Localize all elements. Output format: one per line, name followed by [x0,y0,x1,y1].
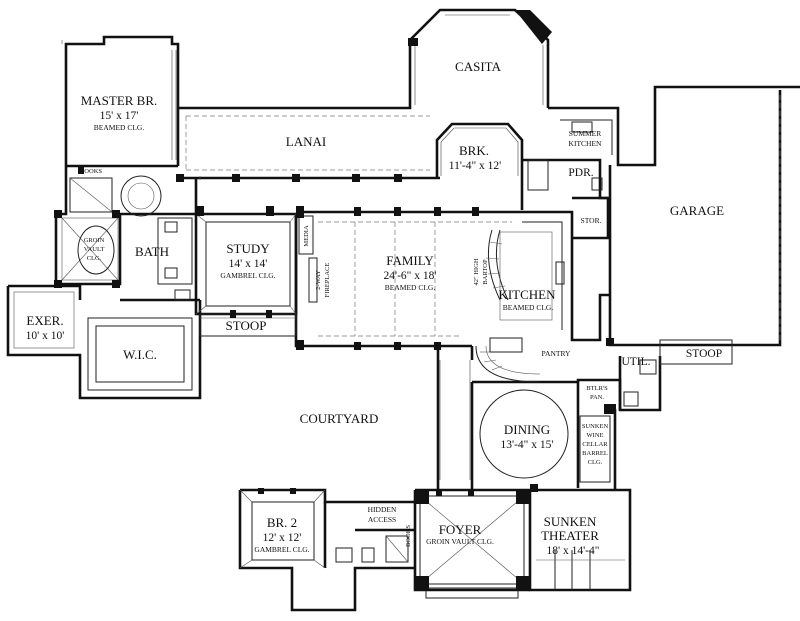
exterior-walls [6,8,800,612]
garage-label: GARAGE [670,203,724,218]
family-size: 24'-6" x 18' [384,270,437,282]
fireplace-line2: FIREPLACE [324,263,331,298]
theater-size: 18' x 14'-4" [547,545,600,557]
theater-line2: THEATER [541,528,599,543]
util-label: UTIL. [621,356,650,368]
wic-label: W.I.C. [123,347,157,362]
family-name: FAMILY [386,253,434,268]
kitchen-note: BEAMED CLG. [503,303,554,312]
bartop-line1: 42" HIGH [473,258,480,285]
courtyard-label: COURTYARD [300,411,379,426]
stor-label: STOR. [581,216,602,225]
wine-line3: CELLAR [582,441,608,448]
dining-size: 13'-4" x 15' [501,439,554,451]
exer-name: EXER. [26,313,63,328]
wine-line5: CLG. [588,459,603,466]
columns [54,10,616,590]
foyer-name: FOYER [439,522,482,537]
exer-size: 10' x 10' [26,330,65,342]
theater-line1: SUNKEN [544,514,597,529]
stoop-study-label: STOOP [226,318,267,333]
brk-name: BRK. [459,143,489,158]
fireplace-line1: 2-WAY [315,270,322,290]
summer-kitchen-line1: SUMMER [569,129,602,138]
summer-kitchen-line2: KITCHEN [569,139,602,148]
lanai-label: LANAI [286,134,326,149]
stoop-garage-label: STOOP [686,348,722,360]
bath-label: BATH [135,244,169,259]
study-size: 14' x 14' [229,258,268,270]
room-labels: MASTER BR. 15' x 17' BEAMED CLG. CASITA … [26,59,724,557]
master-br-note: BEAMED CLG. [94,123,145,132]
master-br-size: 15' x 17' [100,110,139,122]
groin-vault-line1: GROIN [84,237,105,244]
family-note: BEAMED CLG. [385,283,436,292]
pdr-label: PDR. [568,167,593,179]
foyer-note: GROIN VAULT CLG. [426,537,494,546]
master-br-name: MASTER BR. [81,93,158,108]
casita-label: CASITA [455,59,502,74]
pantry-label: PANTRY [542,349,571,358]
study-note: GAMBREL CLG. [220,271,275,280]
br2-size: 12' x 12' [263,532,302,544]
wine-line2: WINE [587,432,604,439]
wine-line1: SUNKEN [582,423,609,430]
brk-size: 11'-4" x 12' [449,160,502,172]
hidden-access-line2: ACCESS [368,515,396,524]
groin-vault-line2: VAULT [84,246,105,253]
br2-note: GAMBREL CLG. [254,545,309,554]
hidden-access-line1: HIDDEN [368,505,397,514]
kitchen-name: KITCHEN [498,287,556,302]
study-name: STUDY [226,241,270,256]
books-master-label: BOOKS [80,168,102,175]
dining-name: DINING [504,422,550,437]
bartop-line2: BARTOP [482,259,489,285]
media-label: MEDIA [303,225,310,247]
btlrs-line1: BTLR'S [586,385,608,392]
br2-name: BR. 2 [267,515,297,530]
wine-line4: BARREL [582,450,608,457]
groin-vault-line3: CLG. [87,255,102,262]
books-foyer-label: BOOKS [405,525,412,547]
btlrs-line2: PAN. [590,394,604,401]
